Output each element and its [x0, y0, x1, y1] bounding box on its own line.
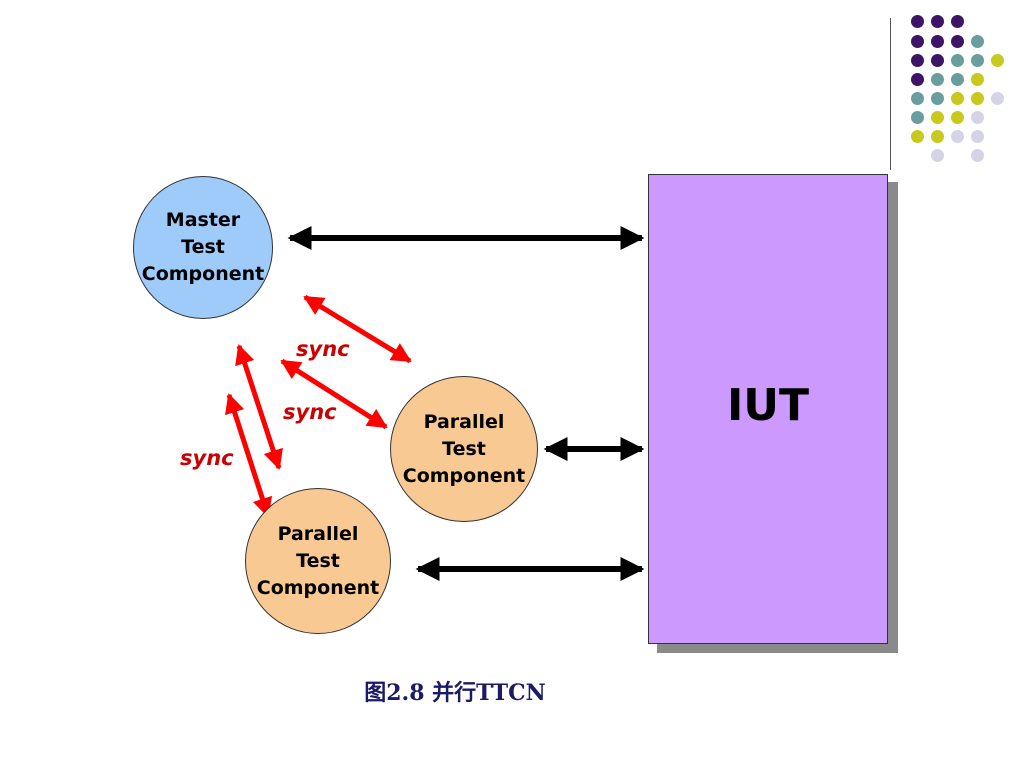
decor-dot [971, 130, 984, 143]
decor-dot [911, 73, 924, 86]
decor-dot [911, 35, 924, 48]
parallel-test-component-2: Parallel Test Component [245, 488, 391, 634]
parallel2-label-line-1: Parallel [277, 522, 359, 545]
decor-dot [971, 54, 984, 67]
master-label-line-1: Master [165, 209, 241, 231]
decor-dot [931, 111, 944, 124]
parallel2-label-line-3: Component [256, 576, 380, 599]
sync-arrow-master-parallel2-b [225, 393, 272, 518]
decor-dot [911, 54, 924, 67]
decor-dot [931, 15, 944, 28]
decor-dot [931, 73, 944, 86]
sync-arrow-master-parallel1-b [280, 358, 388, 430]
sync-label-2: sync [283, 400, 337, 424]
decor-dot [991, 54, 1004, 67]
parallel1-label-line-1: Parallel [423, 410, 505, 433]
decor-dot [951, 130, 964, 143]
decor-dot [931, 149, 944, 162]
decor-dot [971, 92, 984, 105]
figure-caption: 图2.8 并行TTCN [364, 680, 546, 706]
sync-arrow-master-parallel1-a [303, 294, 412, 364]
parallel2-label-line-2: Test [296, 549, 340, 572]
master-test-component: Master Test Component [133, 176, 273, 319]
decor-dot [931, 54, 944, 67]
decorative-divider [890, 18, 891, 170]
decor-dot [931, 92, 944, 105]
decor-dot [971, 149, 984, 162]
decor-dot [951, 15, 964, 28]
decor-dot [951, 35, 964, 48]
sync-label-3: sync [180, 446, 234, 470]
sync-label-1: sync [296, 337, 350, 361]
parallel1-label-line-2: Test [442, 437, 486, 460]
parallel-test-component-1: Parallel Test Component [390, 376, 538, 522]
decor-dot [971, 73, 984, 86]
decor-dot [951, 111, 964, 124]
master-label-line-3: Component [141, 263, 265, 285]
decor-dot [971, 35, 984, 48]
decor-dot [951, 92, 964, 105]
decor-dot [911, 111, 924, 124]
decor-dot [911, 92, 924, 105]
decor-dot [951, 73, 964, 86]
decor-dot [991, 92, 1004, 105]
iut-label: IUT [726, 380, 810, 431]
decor-dot [931, 35, 944, 48]
decor-dot [971, 111, 984, 124]
decor-dot [951, 54, 964, 67]
decor-dot [931, 130, 944, 143]
parallel1-label-line-3: Component [402, 464, 526, 487]
master-label-line-2: Test [181, 236, 225, 258]
decor-dot [911, 15, 924, 28]
decor-dot [911, 130, 924, 143]
iut-box: IUT [648, 174, 888, 644]
